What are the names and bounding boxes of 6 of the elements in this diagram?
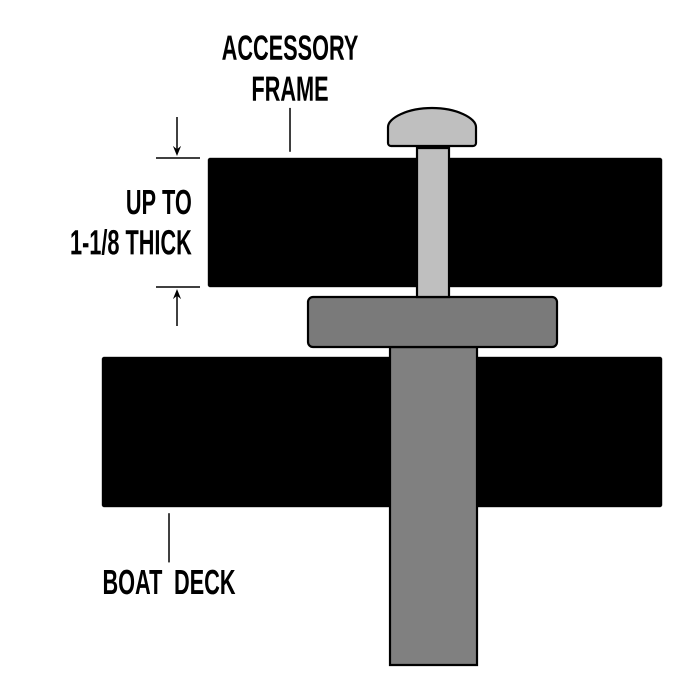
callout-text: ACCESSORY FRAME <box>222 35 358 101</box>
leader-line <box>289 108 291 152</box>
callout-text: BOAT DECK <box>104 570 236 594</box>
leader-line <box>168 513 170 562</box>
frame-block <box>208 158 662 288</box>
dimension-label: 1-1/8 THICK <box>71 228 192 256</box>
